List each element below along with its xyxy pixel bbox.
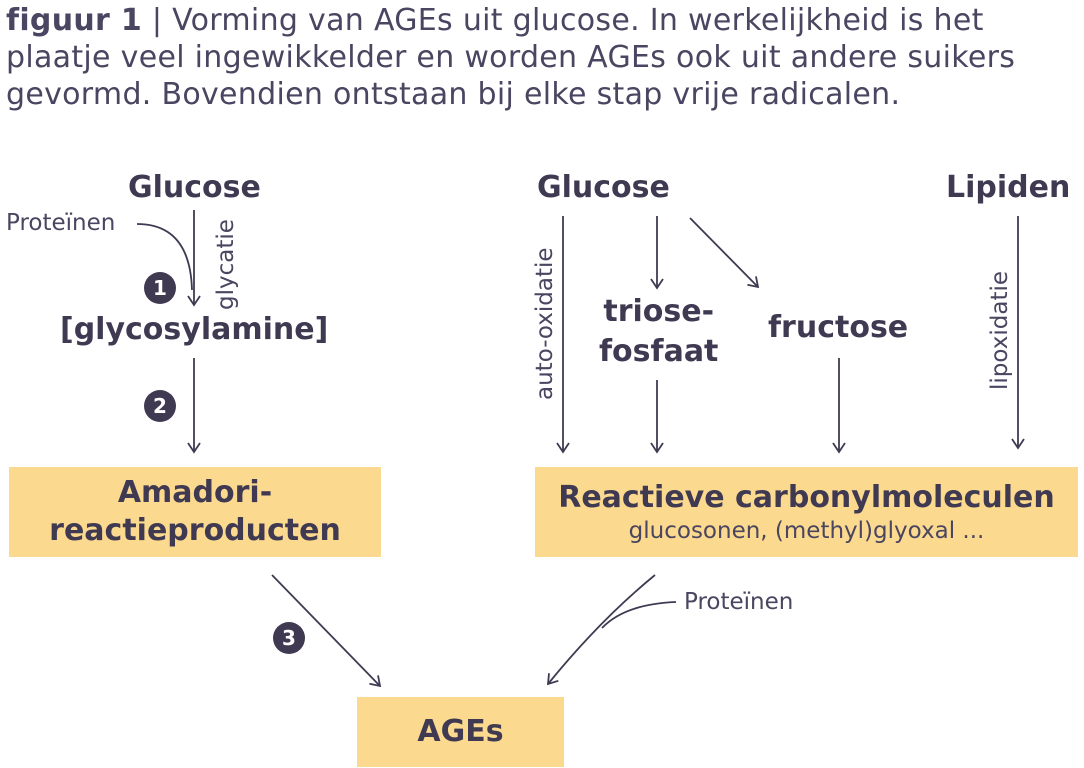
left-proteins-label: Proteïnen (6, 210, 116, 236)
arrow-glucose-to-fructose (689, 217, 760, 289)
caption-separator: | (151, 3, 163, 38)
triose-phosphate-label: triose- fosfaat (599, 292, 718, 372)
caption-text: Vorming van AGEs uit glucose. In werkeli… (6, 3, 1016, 112)
arrow-proteins-join (136, 223, 193, 291)
right-glucose-label: Glucose (537, 170, 670, 205)
ages-box: AGEs (357, 697, 564, 767)
step-1-badge: 1 (144, 272, 176, 304)
carbonyl-box: Reactieve carbonylmoleculen glucosonen, … (535, 467, 1078, 557)
right-proteins-label: Proteïnen (684, 589, 794, 615)
left-glucose-label: Glucose (128, 170, 261, 205)
step-2-badge: 2 (144, 390, 176, 422)
lipoxidation-label: lipoxidatie (987, 271, 1013, 390)
lipids-label: Lipiden (946, 170, 1071, 205)
triose-line-1: triose- (603, 294, 715, 329)
carbonyl-subtitle: glucosonen, (methyl)glyoxal ... (628, 518, 985, 544)
glycation-label: glycatie (213, 219, 239, 310)
fructose-label: fructose (768, 310, 909, 345)
amadori-box: Amadori- reactieproducten (9, 467, 381, 557)
triose-line-2: fosfaat (599, 334, 719, 369)
step-3-badge: 3 (273, 622, 305, 654)
glycosylamine-label: [glycosylamine] (60, 312, 329, 347)
carbonyl-title: Reactieve carbonylmoleculen (558, 480, 1055, 515)
figure-label: figuur 1 (6, 3, 143, 38)
arrow-proteins-join-right (601, 601, 677, 629)
autoxidation-label: auto-oxidatie (532, 247, 558, 400)
ages-label: AGEs (417, 714, 504, 749)
amadori-line-1: Amadori- (117, 475, 273, 510)
arrow-carbonyl-to-ages (546, 574, 656, 686)
amadori-line-2: reactieproducten (49, 513, 341, 548)
arrow-amadori-to-ages (271, 574, 382, 688)
figure-caption: figuur 1 | Vorming van AGEs uit glucose.… (6, 2, 1076, 113)
